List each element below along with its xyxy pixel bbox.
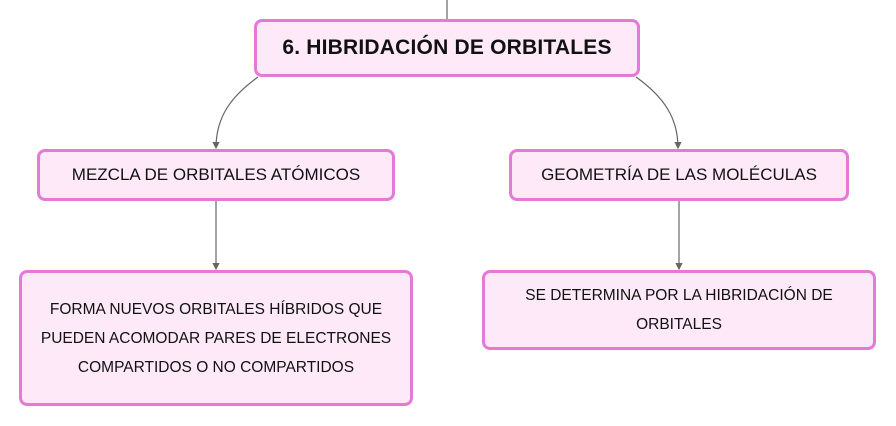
subtopic-node-molecular-geometry[interactable]: GEOMETRÍA DE LAS MOLÉCULAS bbox=[509, 149, 849, 201]
detail-node-geometry-determination[interactable]: SE DETERMINA POR LA HIBRIDACIÓN DE ORBIT… bbox=[482, 270, 876, 350]
connector-root-to-left-branch bbox=[212, 76, 259, 150]
subtopic-node-orbital-mixing[interactable]: MEZCLA DE ORBITALES ATÓMICOS bbox=[37, 149, 395, 201]
root-topic-node[interactable]: 6. HIBRIDACIÓN DE ORBITALES bbox=[254, 19, 640, 77]
subtopic-label-molecular-geometry: GEOMETRÍA DE LAS MOLÉCULAS bbox=[541, 165, 817, 184]
subtopic-label-orbital-mixing: MEZCLA DE ORBITALES ATÓMICOS bbox=[71, 165, 361, 184]
connector-root-to-right-branch bbox=[635, 76, 682, 150]
detail-node-hybrid-orbitals[interactable]: FORMA NUEVOS ORBITALES HÍBRIDOS QUE PUED… bbox=[19, 270, 413, 406]
root-topic-label: 6. HIBRIDACIÓN DE ORBITALES bbox=[282, 36, 612, 59]
detail-label-geometry-determination: SE DETERMINA POR LA HIBRIDACIÓN DE ORBIT… bbox=[525, 287, 833, 333]
detail-label-hybrid-orbitals: FORMA NUEVOS ORBITALES HÍBRIDOS QUE PUED… bbox=[40, 300, 392, 376]
